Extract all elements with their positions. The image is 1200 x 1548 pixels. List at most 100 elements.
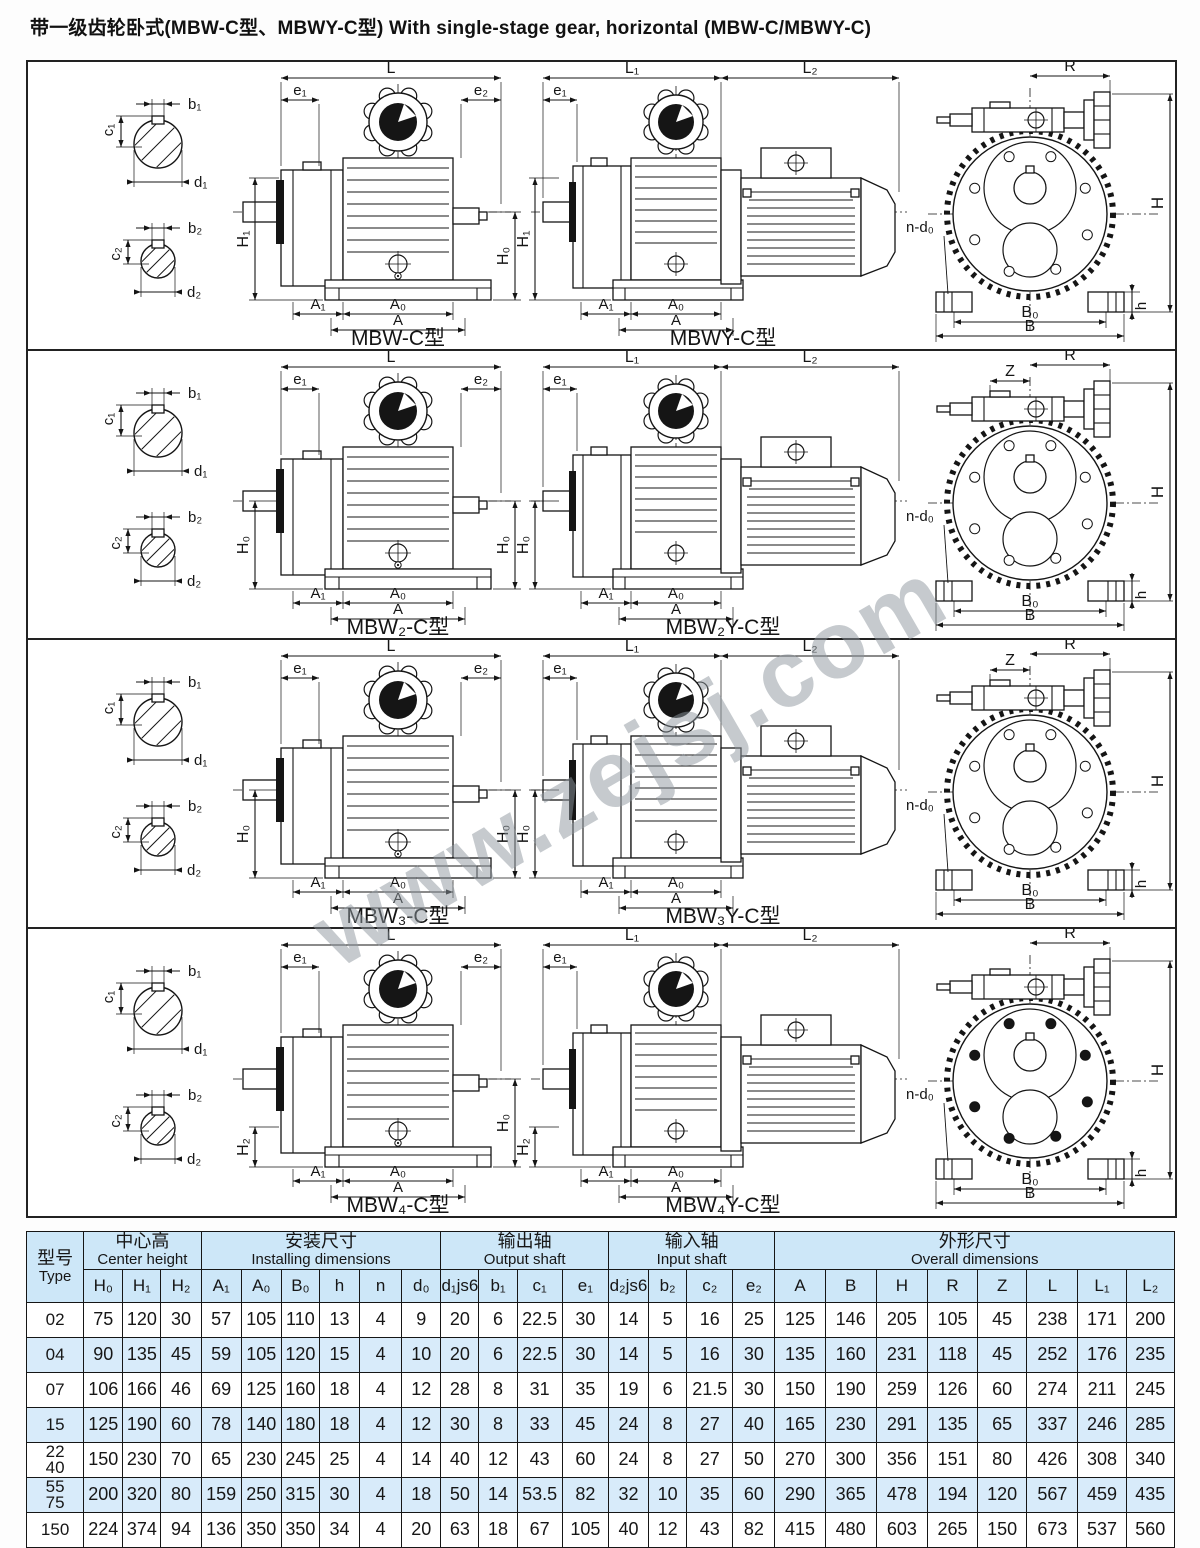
dim-label: A₀ bbox=[668, 585, 684, 602]
table-cell: 6 bbox=[478, 1301, 518, 1338]
dim-label: L bbox=[387, 929, 396, 944]
dim-label: A₁ bbox=[310, 874, 325, 891]
dim-label: h bbox=[1133, 880, 1150, 888]
table-cell: 252 bbox=[1026, 1336, 1079, 1373]
table-cell: 180 bbox=[280, 1406, 320, 1443]
dim-label: d₁ bbox=[194, 174, 207, 191]
table-cell: 18 bbox=[318, 1406, 361, 1443]
table-cell: 60 bbox=[732, 1476, 776, 1513]
table-cell: 82 bbox=[732, 1511, 776, 1548]
dim-label: B bbox=[1025, 607, 1036, 624]
dim-label: H₂ bbox=[235, 1138, 252, 1156]
table-cell: 53.5 bbox=[516, 1476, 563, 1513]
dim-label: B₀ bbox=[1021, 1171, 1038, 1188]
dim-label: e₂ bbox=[474, 949, 488, 966]
column-header: A bbox=[774, 1268, 826, 1303]
dim-label: B bbox=[1025, 1185, 1036, 1202]
model-label: MBW₃-C型 bbox=[346, 905, 449, 925]
table-cell: 28 bbox=[440, 1371, 480, 1408]
table-cell: 320 bbox=[122, 1476, 162, 1513]
dim-label: e₁ bbox=[553, 82, 566, 99]
table-cell: 337 bbox=[1026, 1406, 1079, 1443]
table-cell: 67 bbox=[516, 1511, 563, 1548]
table-cell: 315 bbox=[280, 1476, 320, 1513]
column-header: L bbox=[1026, 1268, 1079, 1303]
table-cell: 50 bbox=[732, 1441, 776, 1478]
column-header: h bbox=[318, 1268, 361, 1303]
dim-label: b₂ bbox=[188, 220, 202, 237]
table-cell: 415 bbox=[774, 1511, 826, 1548]
column-header: A₀ bbox=[240, 1268, 282, 1303]
table-cell: 57 bbox=[200, 1301, 242, 1338]
table-cell: 205 bbox=[875, 1301, 928, 1338]
table-cell: 78 bbox=[200, 1406, 242, 1443]
table-cell: 18 bbox=[478, 1511, 518, 1548]
table-cell: 60 bbox=[977, 1371, 1028, 1408]
table-cell: 35 bbox=[561, 1371, 609, 1408]
table-cell: 478 bbox=[875, 1476, 928, 1513]
table-cell: 673 bbox=[1026, 1511, 1079, 1548]
table-cell: 65 bbox=[200, 1441, 242, 1478]
table-cell: 80 bbox=[977, 1441, 1028, 1478]
dim-label: H₀ bbox=[515, 825, 532, 843]
table-cell: 21.5 bbox=[686, 1371, 734, 1408]
table-cell: 120 bbox=[280, 1336, 320, 1373]
table-cell: 603 bbox=[875, 1511, 928, 1548]
table-cell: 245 bbox=[280, 1441, 320, 1478]
dim-label: b₂ bbox=[188, 798, 202, 815]
dim-label: R bbox=[1064, 929, 1076, 942]
column-header: L₂ bbox=[1125, 1268, 1176, 1303]
table-cell: 50 bbox=[440, 1476, 480, 1513]
model-label: MBW₄Y-C型 bbox=[665, 1194, 780, 1214]
table-cell: 8 bbox=[478, 1406, 518, 1443]
table-cell: 12 bbox=[401, 1406, 442, 1443]
column-header: H₀ bbox=[83, 1268, 124, 1303]
dim-label: B bbox=[1025, 896, 1036, 913]
table-cell: 8 bbox=[648, 1441, 688, 1478]
table-cell: 274 bbox=[1026, 1371, 1079, 1408]
table-cell: 350 bbox=[240, 1511, 282, 1548]
dim-label: L₁ bbox=[625, 929, 639, 944]
table-cell: 46 bbox=[160, 1371, 202, 1408]
table-cell: 480 bbox=[824, 1511, 877, 1548]
dim-label: L bbox=[387, 62, 396, 77]
dim-label: H₀ bbox=[495, 1114, 512, 1132]
table-cell: 10 bbox=[401, 1336, 442, 1373]
table-cell: 160 bbox=[824, 1336, 877, 1373]
dim-label: R bbox=[1064, 62, 1076, 75]
dim-label: A₁ bbox=[310, 296, 325, 313]
dim-label: e₁ bbox=[553, 660, 566, 677]
dim-label: n-d₀ bbox=[906, 219, 934, 236]
column-header: n bbox=[359, 1268, 403, 1303]
table-cell: 291 bbox=[875, 1406, 928, 1443]
table-cell: 110 bbox=[280, 1301, 320, 1338]
table-cell: 30 bbox=[732, 1336, 776, 1373]
model-label: MBW₄-C型 bbox=[346, 1194, 449, 1214]
table-cell: 8 bbox=[478, 1371, 518, 1408]
type-cell: 02 bbox=[25, 1301, 85, 1338]
dim-label: B₀ bbox=[1021, 882, 1038, 899]
column-header: b₁ bbox=[478, 1268, 518, 1303]
dim-label: c₂ bbox=[107, 247, 124, 261]
dim-label: A₀ bbox=[668, 296, 684, 313]
table-cell: 4 bbox=[359, 1476, 403, 1513]
dim-label: A₁ bbox=[310, 585, 325, 602]
dim-label: A bbox=[393, 312, 403, 329]
table-cell: 16 bbox=[686, 1336, 734, 1373]
type-cell: 07 bbox=[25, 1371, 85, 1408]
